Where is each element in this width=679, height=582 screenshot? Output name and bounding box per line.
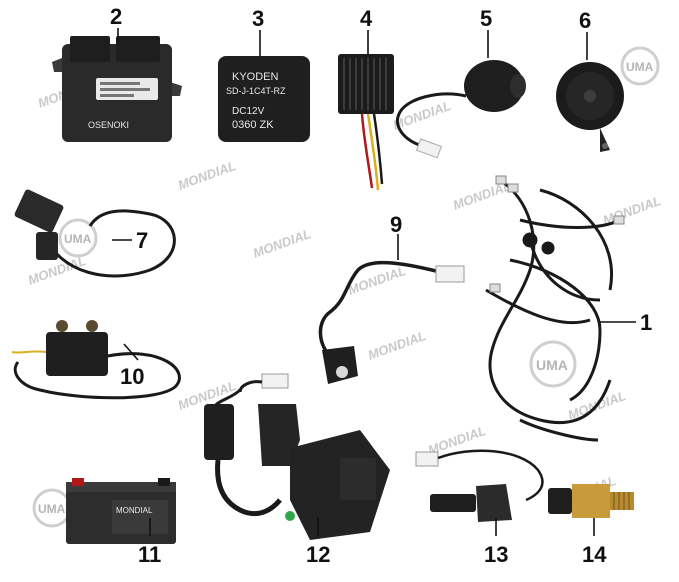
battery-brand-label: MONDIAL <box>116 506 153 515</box>
callout-4: 4 <box>360 6 373 31</box>
svg-text:UMA: UMA <box>38 502 66 516</box>
callout-6: 6 <box>579 8 591 33</box>
part-sidestand-switch <box>318 260 465 384</box>
callout-12: 12 <box>306 542 330 567</box>
part-buzzer <box>396 60 526 159</box>
part-horn <box>556 62 624 152</box>
part-wiring-harness <box>485 175 625 442</box>
part-ecu: OSENOKI <box>52 36 182 142</box>
watermark-text: MONDIAL <box>176 158 238 193</box>
watermark-text: MONDIAL <box>346 263 408 298</box>
part-ignition-coil <box>14 189 176 278</box>
callout-1: 1 <box>640 310 652 335</box>
part-temp-switch <box>548 484 634 518</box>
callout-3: 3 <box>252 6 264 31</box>
callout-7: 7 <box>136 228 148 253</box>
leader-lines <box>112 28 636 536</box>
svg-text:UMA: UMA <box>626 60 654 74</box>
uma-logo: UMA <box>58 218 98 258</box>
callout-9: 9 <box>390 212 402 237</box>
callout-2: 2 <box>110 4 122 29</box>
part-relay: KYODEN SD-J-1C4T-RZ DC12V 0360 ZK <box>218 56 310 142</box>
callout-5: 5 <box>480 6 492 31</box>
svg-text:UMA: UMA <box>64 232 92 246</box>
relay-brand-label: KYODEN <box>232 71 279 83</box>
part-battery: MONDIAL <box>66 478 176 544</box>
callout-10: 10 <box>120 364 144 389</box>
uma-logo: UMA <box>32 488 72 528</box>
callout-13: 13 <box>484 542 508 567</box>
callout-11: 11 <box>138 542 161 567</box>
part-regulator <box>338 54 394 191</box>
relay-voltage-label: DC12V <box>232 106 265 117</box>
part-starter-relay <box>11 320 181 400</box>
ecu-brand-label: OSENOKI <box>88 120 129 130</box>
relay-model-label: SD-J-1C4T-RZ <box>226 86 286 96</box>
callout-14: 14 <box>582 542 607 567</box>
relay-code-label: 0360 ZK <box>232 119 274 131</box>
callout-numbers: 2 3 4 5 6 7 9 1 10 11 12 13 14 <box>110 4 652 567</box>
uma-logo: UMA <box>529 340 577 388</box>
watermark-text: MONDIAL <box>251 226 313 261</box>
part-ignition-switch <box>204 373 390 540</box>
svg-text:UMA: UMA <box>536 357 568 373</box>
uma-logo: UMA <box>620 46 660 86</box>
watermark-text: MONDIAL <box>366 328 428 363</box>
part-fuel-sensor <box>415 449 544 522</box>
